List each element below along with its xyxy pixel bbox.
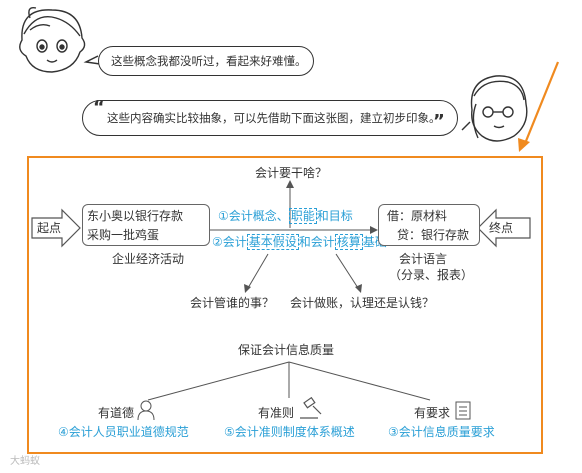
activity-line-2: 采购一批鸡蛋 <box>87 228 160 242</box>
topic-1: ①会计概念、职能和目标 <box>218 208 353 224</box>
diagram-frame <box>27 156 543 454</box>
branch-topic-standards: ⑤会计准则制度体系概述 <box>224 425 355 439</box>
bubble-tail <box>83 55 101 65</box>
quality-title: 保证会计信息质量 <box>238 343 335 357</box>
diagram-connectors <box>147 186 431 401</box>
entry-credit: 贷：银行存款 <box>397 228 470 242</box>
top-question: 会计要干啥？ <box>255 166 328 180</box>
document-icon <box>455 401 471 420</box>
branch-topic-requirements: ③会计信息质量要求 <box>388 425 495 439</box>
activity-line-1: 东小奥以银行存款 <box>87 209 184 223</box>
topic-2: ②会计基本假设和会计核算基础 <box>212 234 387 250</box>
highlight-accounting: 核算 <box>334 234 363 250</box>
speech-bubble-student: 这些概念我都没听过，看起来好难懂。 <box>98 46 314 76</box>
end-arrow-shape <box>477 208 531 248</box>
branch-label-standards: 有准则 <box>258 406 295 420</box>
right-caption-2: （分录、报表） <box>389 268 474 282</box>
right-caption-1: 会计语言 <box>399 252 448 266</box>
branch-topic-ethics: ④会计人员职业道德规范 <box>58 425 189 439</box>
student-dialog-text: 这些概念我都没听过，看起来好难懂。 <box>111 54 307 68</box>
start-arrow-shape <box>31 208 81 248</box>
entry-debit: 借：原材料 <box>387 209 448 223</box>
question-basis: 会计做账，认理还是认钱？ <box>290 296 435 310</box>
start-label: 起点 <box>37 221 62 235</box>
person-icon <box>137 400 155 421</box>
arrowheads <box>244 180 378 293</box>
question-scope: 会计管谁的事？ <box>190 296 275 310</box>
highlight-functions: 职能 <box>288 208 317 224</box>
quote-open-icon: “ <box>93 97 105 118</box>
teacher-character-icon <box>461 75 528 142</box>
branch-label-requirements: 有要求 <box>414 406 451 420</box>
end-label: 终点 <box>489 221 514 235</box>
orange-arrow-icon <box>518 61 560 152</box>
watermark: 大蚂蚁 <box>10 456 40 467</box>
quote-close-icon: ” <box>433 111 445 132</box>
gavel-icon <box>300 396 322 419</box>
teacher-dialog-text: 这些内容确实比较抽象，可以先借助下面这张图，建立初步印象。 <box>107 111 441 125</box>
speech-bubble-teacher: “ 这些内容确实比较抽象，可以先借助下面这张图，建立初步印象。 ” <box>82 97 458 136</box>
branch-label-ethics: 有道德 <box>98 406 135 420</box>
girl-character-icon <box>19 7 86 73</box>
economic-activity-box: 东小奥以银行存款 采购一批鸡蛋 <box>82 204 210 246</box>
highlight-assumptions: 基本假设 <box>246 234 299 250</box>
accounting-entry-box: 借：原材料 贷：银行存款 <box>378 204 480 246</box>
left-caption: 企业经济活动 <box>112 252 185 266</box>
